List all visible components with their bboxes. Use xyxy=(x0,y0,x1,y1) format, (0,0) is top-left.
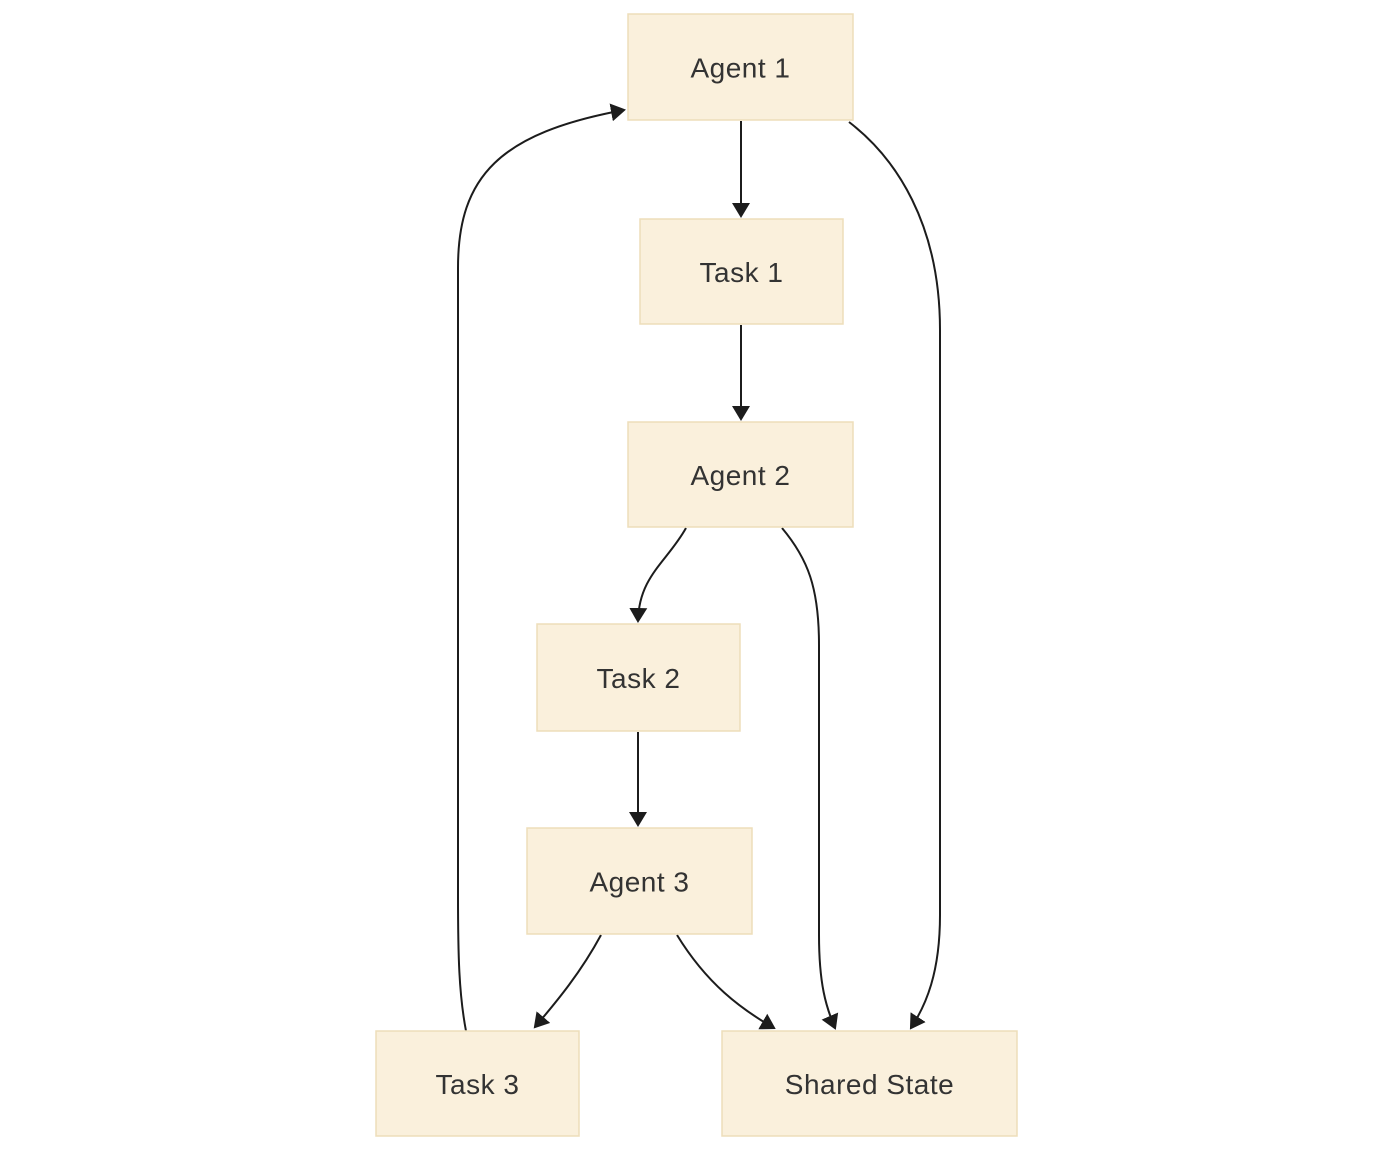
node-agent3-label: Agent 3 xyxy=(589,867,689,898)
node-shared-state-label: Shared State xyxy=(785,1069,954,1100)
node-agent3: Agent 3 xyxy=(526,827,753,935)
node-task1-label: Task 1 xyxy=(700,257,784,288)
node-task1: Task 1 xyxy=(639,218,844,325)
edges-layer xyxy=(457,103,941,1032)
edge-task3-agent1 xyxy=(457,103,626,1032)
node-task2-label: Task 2 xyxy=(597,663,681,694)
nodes-layer: Agent 1 Task 1 Agent 2 Task 2 Agent 3 Ta xyxy=(375,13,1018,1137)
node-shared-state-box xyxy=(721,1030,1018,1137)
node-agent1: Agent 1 xyxy=(627,13,854,121)
node-task1-box xyxy=(639,218,844,325)
node-task2: Task 2 xyxy=(536,623,741,732)
node-task2-box xyxy=(536,623,741,732)
node-agent2-label: Agent 2 xyxy=(690,460,790,491)
node-task3-label: Task 3 xyxy=(436,1069,520,1100)
node-task3-box xyxy=(375,1030,580,1137)
edge-agent3-sharedstate xyxy=(676,934,776,1030)
edge-agent3-task3 xyxy=(533,934,602,1029)
node-agent1-label: Agent 1 xyxy=(690,53,790,84)
node-agent2: Agent 2 xyxy=(627,421,854,528)
edge-agent2-sharedstate xyxy=(781,527,839,1030)
node-agent3-box xyxy=(526,827,753,935)
node-agent1-box xyxy=(627,13,854,121)
edge-agent2-task2 xyxy=(629,527,687,623)
node-shared-state: Shared State xyxy=(721,1030,1018,1137)
node-task3: Task 3 xyxy=(375,1030,580,1137)
node-agent2-box xyxy=(627,421,854,528)
edge-agent1-sharedstate xyxy=(848,121,941,1030)
